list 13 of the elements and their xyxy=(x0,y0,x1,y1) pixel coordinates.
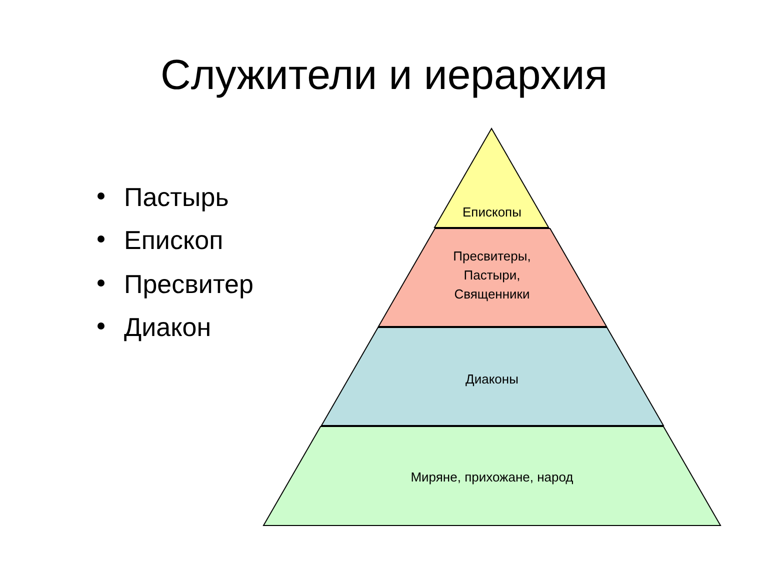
tier-label: Пресвитеры, Пастыри, Священники xyxy=(452,248,532,304)
pyramid-tier xyxy=(320,327,664,426)
tier-label: Диаконы xyxy=(464,370,520,388)
list-item: Диакон xyxy=(124,312,212,342)
list-item: Епископ xyxy=(124,225,224,255)
title: Служители и иерархия xyxy=(160,50,608,100)
list-item: Пресвитер xyxy=(124,269,254,299)
tier-label: Миряне, прихожане, народ xyxy=(410,468,574,486)
list-item: Пастырь xyxy=(124,182,229,212)
pyramid-tier xyxy=(378,228,606,327)
pyramid-apex xyxy=(434,128,550,228)
tier-label: Епископы xyxy=(462,204,522,222)
pyramid-tier xyxy=(263,426,721,526)
